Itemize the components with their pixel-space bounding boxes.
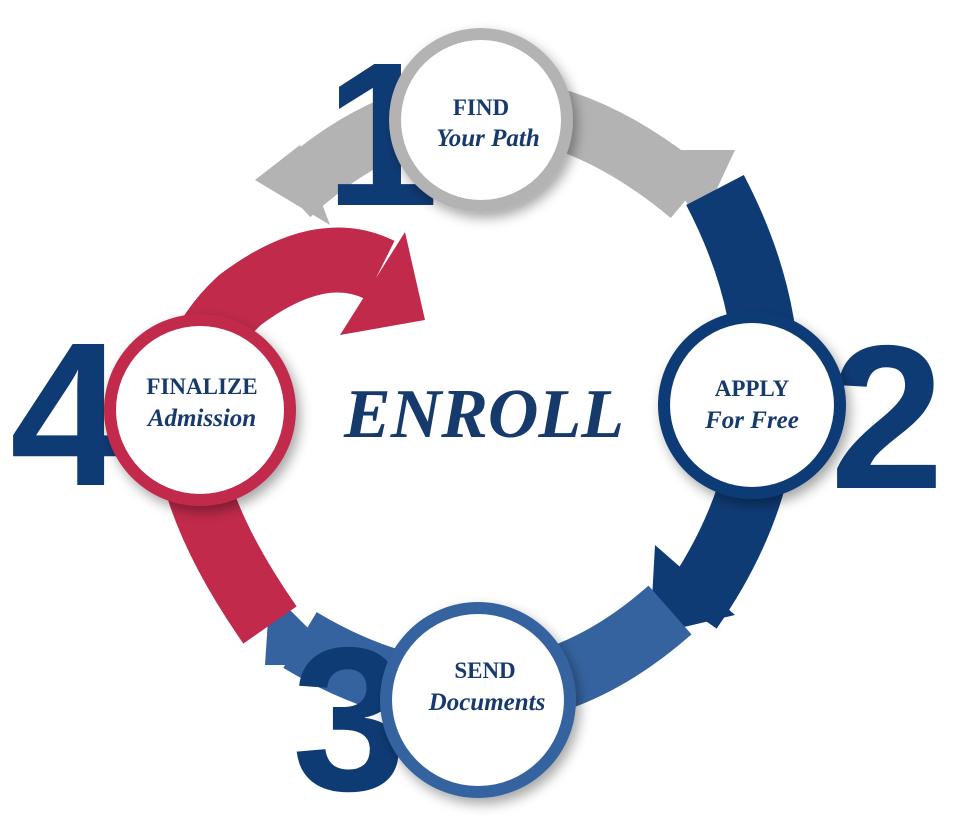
- step-circle-send: [380, 602, 576, 798]
- step-title-send: SEND: [454, 658, 515, 683]
- step-title-find: FIND: [453, 95, 509, 120]
- arrow-head-red: [340, 232, 425, 335]
- step-subtitle-apply: For Free: [704, 407, 799, 434]
- step-subtitle-finalize: Admission: [146, 405, 256, 432]
- arrow-tail-gray: [255, 145, 330, 225]
- step-circle-finalize: [104, 314, 296, 506]
- step-subtitle-find: Your Path: [436, 125, 540, 152]
- step-subtitle-send: Documents: [428, 689, 546, 716]
- center-label: ENROLL: [343, 376, 624, 453]
- step-number-2: 2: [830, 303, 944, 532]
- step-title-apply: APPLY: [715, 376, 790, 401]
- step-circle-apply: [658, 311, 846, 499]
- arrow-head-gray: [655, 150, 735, 225]
- step-title-finalize: FINALIZE: [146, 374, 257, 399]
- step-circle-find: [389, 28, 573, 212]
